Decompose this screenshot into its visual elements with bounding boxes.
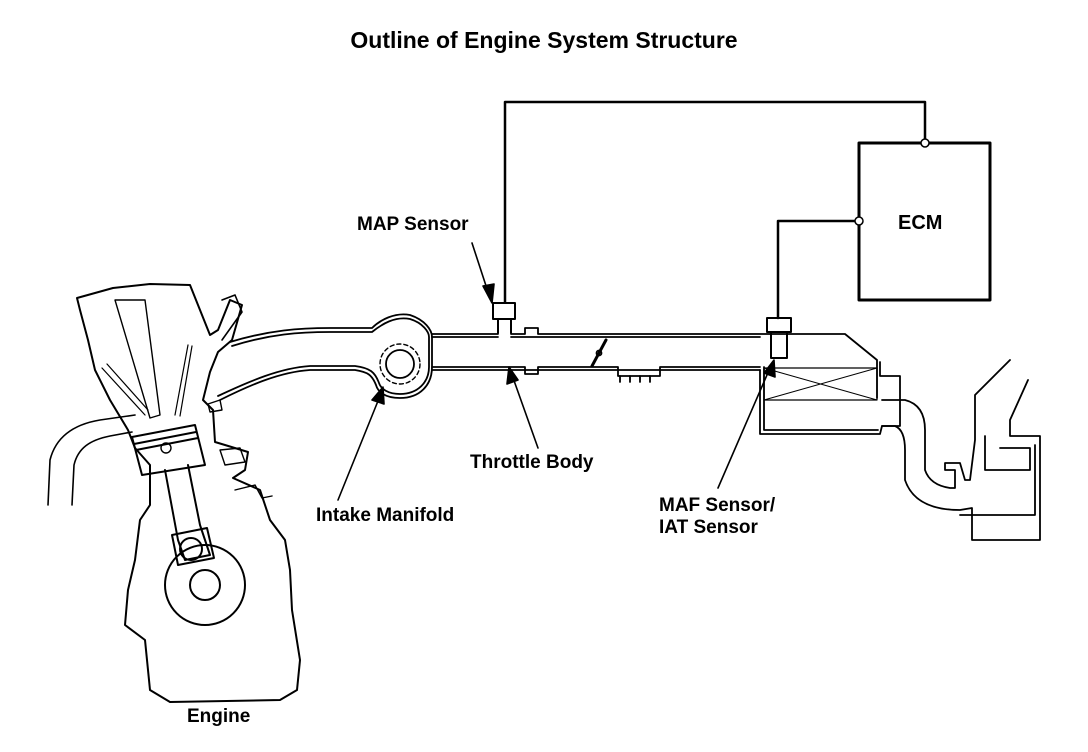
label-intake-manifold: Intake Manifold xyxy=(316,505,455,526)
ecm-connector-top xyxy=(920,138,930,148)
label-throttle-body: Throttle Body xyxy=(470,452,594,473)
label-iat-sensor: IAT Sensor xyxy=(659,517,758,538)
intake-manifold xyxy=(217,313,433,401)
label-maf-sensor: MAF Sensor/ xyxy=(659,495,776,516)
maf-iat-sensor xyxy=(766,317,792,359)
arrowhead-throttle xyxy=(506,366,519,385)
wire-map-to-ecm xyxy=(503,100,927,304)
engine-block xyxy=(47,283,301,703)
diagram-title: Outline of Engine System Structure xyxy=(350,27,738,53)
leader-lines xyxy=(337,242,776,501)
map-sensor xyxy=(492,302,516,334)
arrowhead-map xyxy=(482,283,495,304)
ecm-connector-left xyxy=(854,216,864,226)
label-map-sensor: MAP Sensor xyxy=(357,214,469,235)
intake-tube xyxy=(431,327,878,399)
arrowhead-manifold xyxy=(371,386,385,405)
wire-maf-to-ecm xyxy=(776,219,861,320)
label-engine: Engine xyxy=(187,706,251,727)
air-cleaner xyxy=(759,361,901,435)
label-ecm: ECM xyxy=(898,212,943,234)
resonator xyxy=(881,359,1041,541)
arrowhead-maf xyxy=(763,359,776,378)
